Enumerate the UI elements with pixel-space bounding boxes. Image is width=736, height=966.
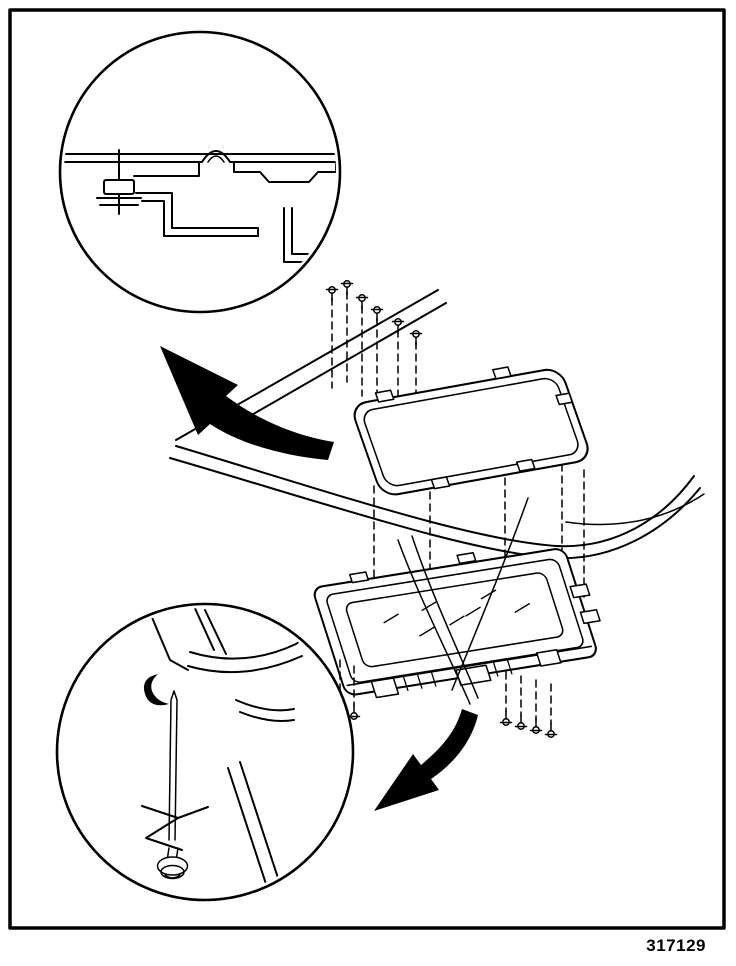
- module-motor-block: [370, 677, 400, 699]
- sunroof-glass-panel: [353, 366, 589, 496]
- bolt-icon: [355, 293, 369, 310]
- trim-edge-line: [189, 643, 297, 660]
- cable-line: [397, 539, 471, 705]
- glass-clip: [492, 366, 512, 380]
- figure-number: 317129: [646, 936, 706, 955]
- hook-latch: [143, 674, 169, 706]
- rail-tick-marks: [402, 659, 513, 692]
- module-motor-block: [535, 649, 562, 667]
- callout-circle: [55, 602, 355, 902]
- module-hinge-clip: [348, 571, 370, 584]
- clamp-bump-inner: [207, 155, 225, 163]
- glass-clip: [515, 458, 536, 472]
- top-detail-callout: [58, 30, 342, 314]
- screw-slot: [164, 874, 181, 879]
- bolt-icon: [499, 710, 513, 727]
- glass-panel-outline: [353, 368, 589, 496]
- module-hinge-clip: [456, 552, 477, 565]
- module-side-bracket: [579, 609, 601, 625]
- bolt-icon: [370, 305, 384, 322]
- roof-edge-line: [235, 302, 447, 425]
- bolt-icon: [514, 714, 528, 731]
- glass-clip: [430, 476, 451, 490]
- arrow-to-top-callout: [160, 346, 334, 460]
- pillar-trim-line: [227, 761, 279, 885]
- cable-line: [451, 497, 529, 691]
- module-opening: [345, 572, 564, 668]
- arrow-to-bottom-callout: [374, 709, 478, 811]
- retainer-bracket: [141, 805, 209, 851]
- glass-clip: [555, 392, 574, 406]
- cable-line: [411, 535, 479, 699]
- figure-border: [8, 8, 726, 930]
- bottom-callout-art: [141, 608, 313, 891]
- bolt-washer: [96, 197, 142, 206]
- trim-edge-line: [187, 655, 303, 674]
- drain-cables: [397, 497, 529, 705]
- bolt-nut: [103, 179, 135, 195]
- module-side-bracket: [569, 583, 591, 599]
- roof-aperture-line: [565, 493, 705, 526]
- lower-mounting-bolts: [333, 659, 558, 739]
- z-bracket-line: [141, 200, 259, 237]
- z-bracket-line: [135, 192, 259, 237]
- glass-clip: [374, 389, 395, 403]
- bracket-arm-line: [204, 609, 227, 655]
- bolt-icon: [391, 317, 405, 334]
- roof-aperture-line: [175, 445, 695, 548]
- sunroof-frame-module: [313, 548, 601, 699]
- bolt-icon: [529, 718, 543, 735]
- bolt-icon: [325, 285, 339, 302]
- bracket-arm-line: [192, 608, 215, 651]
- headliner-edge-line: [235, 699, 295, 722]
- alignment-dash-lines: [373, 463, 585, 601]
- bolt-icon: [409, 329, 423, 346]
- module-inner-frame: [326, 558, 584, 683]
- bolt-icon: [340, 279, 354, 296]
- module-hatch-marks: [383, 589, 531, 637]
- top-callout-art: [64, 149, 336, 263]
- bracket-arm-line: [147, 608, 189, 671]
- bottom-detail-callout: [55, 602, 355, 902]
- clamp-bump: [201, 150, 231, 163]
- bracket-flange: [133, 161, 200, 177]
- hat-channel-profile: [233, 161, 336, 183]
- bolt-icon: [544, 722, 558, 739]
- glass-panel-inner-line: [363, 377, 579, 487]
